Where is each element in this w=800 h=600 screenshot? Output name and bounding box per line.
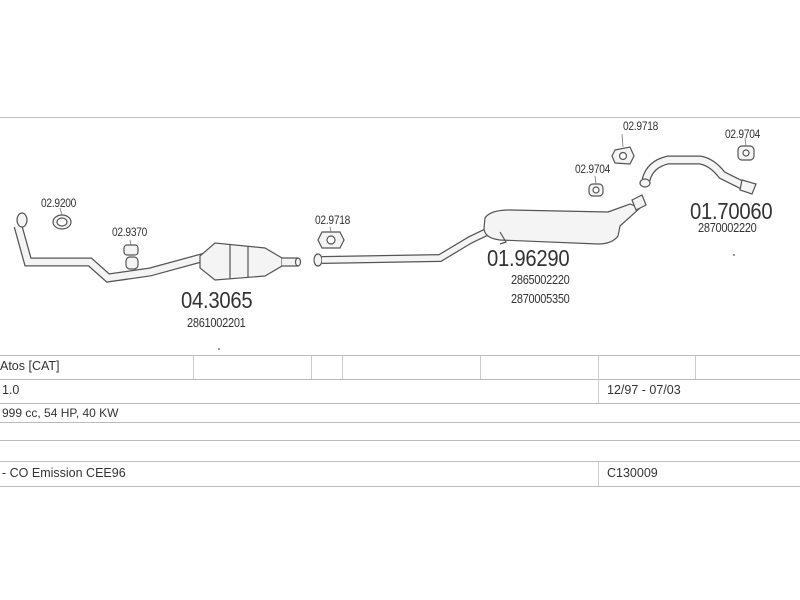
rubber-hanger-1 [123,244,139,270]
engine-specs: 999 cc, 54 HP, 40 KW [2,406,119,420]
part-label-02-9704-b: 02.9704 [725,127,761,141]
exhaust-system-diagram [13,133,757,350]
top-border [0,117,800,118]
part-number-01-70060: 01.70060 [690,198,773,224]
catalog-code: C130009 [607,466,658,480]
part-ref-2865002220: 2865002220 [511,273,570,287]
middle-pipe [313,224,497,267]
part-ref-2870005350: 2870005350 [511,292,570,306]
catalytic-converter [199,242,302,281]
part-label-02-9370: 02.9370 [112,225,148,239]
part-label-02-9200: 02.9200 [41,196,77,210]
front-pipe [13,212,207,283]
rubber-hanger-3 [737,145,755,161]
clamp-2 [611,146,635,165]
part-label-02-9718-b: 02.9718 [623,119,659,133]
clamp-1 [317,231,345,249]
model-name: Atos [CAT] [0,359,60,373]
part-number-01-96290: 01.96290 [487,245,570,271]
rubber-hanger-2 [588,183,604,197]
part-label-02-9718-a: 02.9718 [315,213,351,227]
part-ref-2870002220: 2870002220 [698,221,757,235]
production-years: 12/97 - 07/03 [607,383,681,397]
part-label-02-9704-a: 02.9704 [575,162,611,176]
tail-pipe [631,155,757,211]
part-number-04-3065: 04.3065 [181,287,253,313]
rear-muffler [483,203,642,245]
engine-size: 1.0 [2,383,20,397]
emission-standard: - CO Emission CEE96 [2,466,126,480]
part-ref-2861002201: 2861002201 [187,316,246,330]
